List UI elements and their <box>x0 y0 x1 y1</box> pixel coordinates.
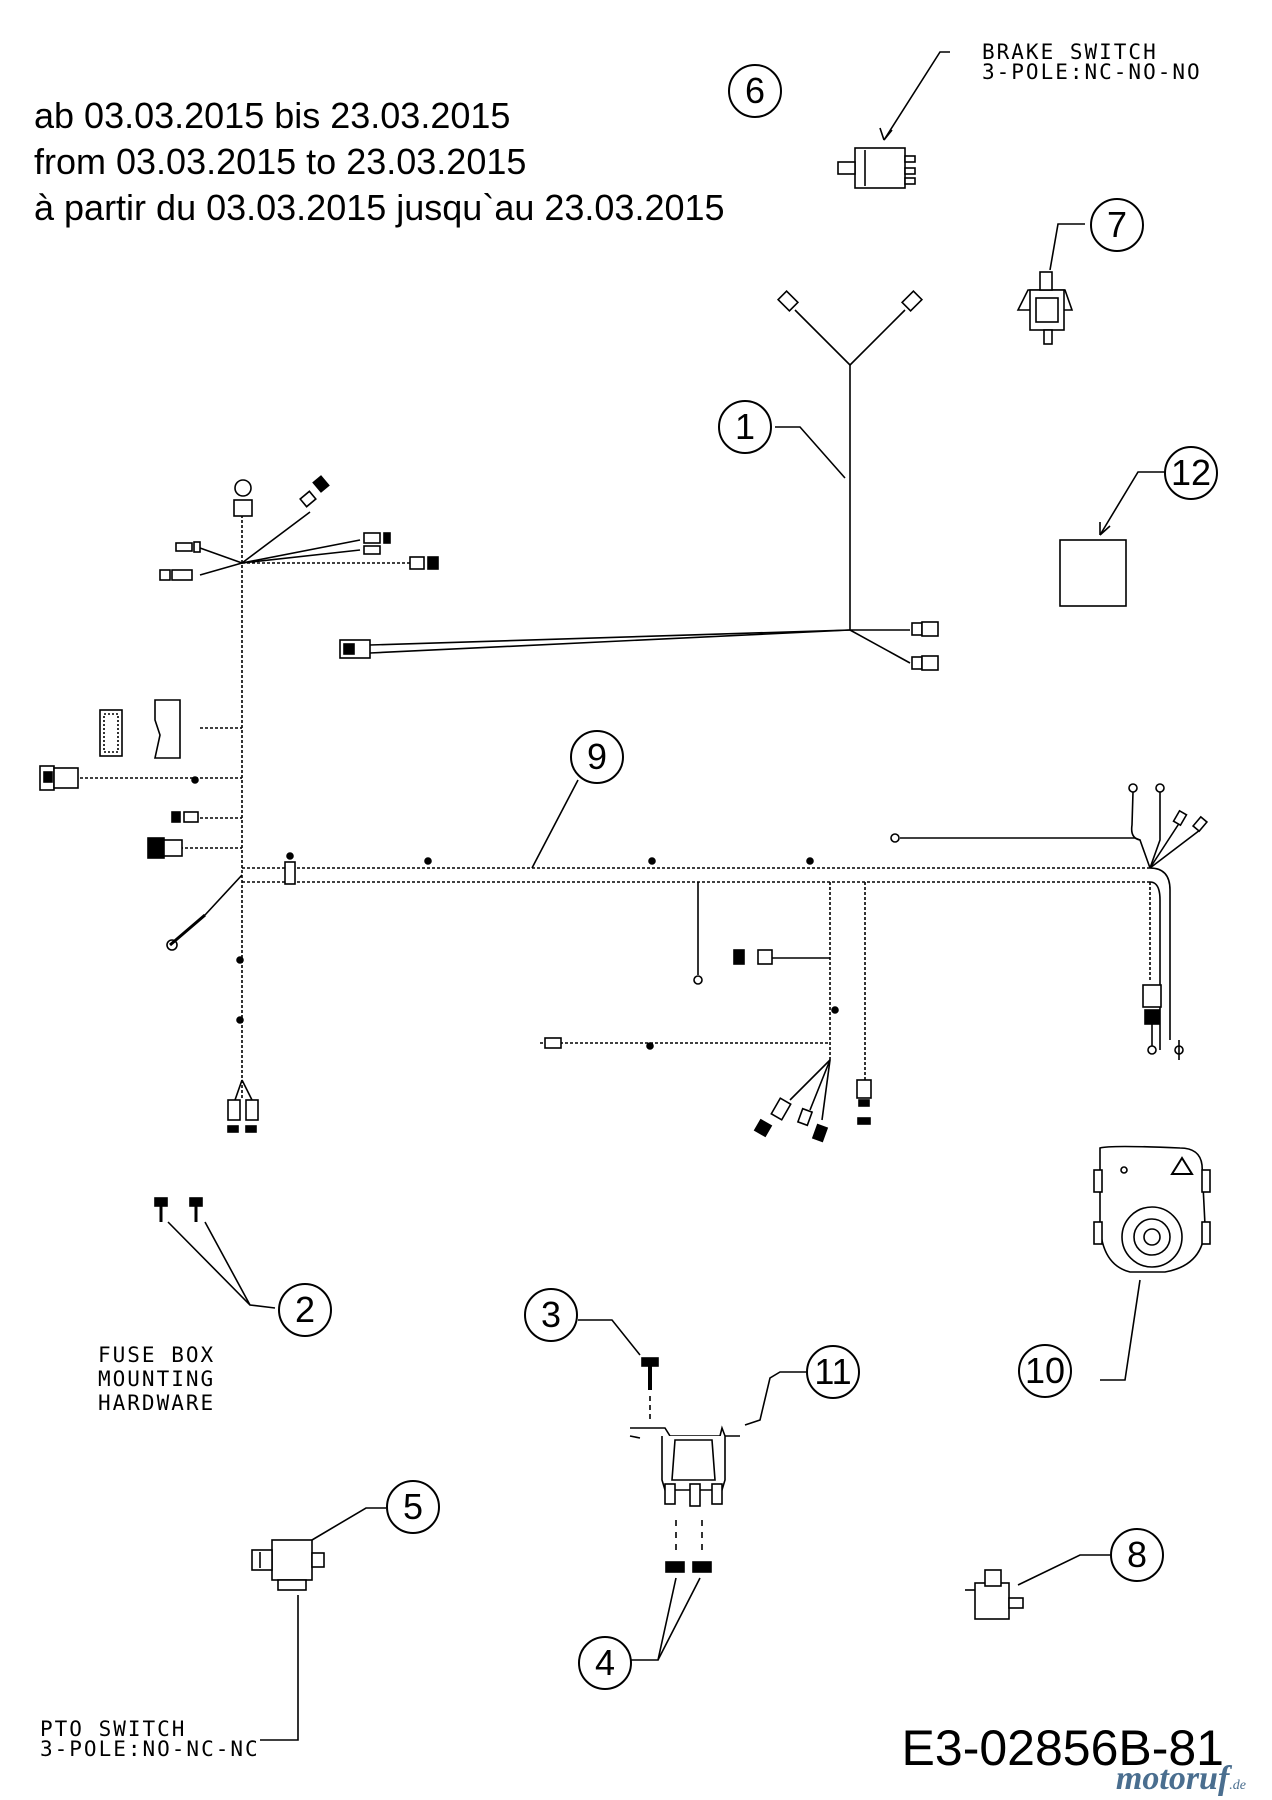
fuse-box-label: FUSE BOX <box>98 1343 216 1367</box>
ignition-switch-part-10 <box>1093 1145 1211 1381</box>
callout-6: 6 <box>728 64 782 118</box>
switch-part-8 <box>965 1554 1110 1620</box>
drawing-number: E3-02856B-81 <box>901 1720 1224 1776</box>
validity-line-de: ab 03.03.2015 bis 23.03.2015 <box>34 95 511 136</box>
callout-8: 8 <box>1110 1528 1164 1582</box>
callout-12: 12 <box>1164 446 1218 500</box>
watermark-name: motoruf <box>1115 1760 1230 1797</box>
module-part-12 <box>1059 471 1165 607</box>
callout-11: 11 <box>806 1345 860 1399</box>
validity-line-en: from 03.03.2015 to 23.03.2015 <box>34 141 527 182</box>
brake-switch-label: BRAKE SWITCH <box>982 40 1158 64</box>
callout-5: 5 <box>386 1480 440 1534</box>
pto-switch-label: PTO SWITCH <box>40 1717 187 1741</box>
callout-4: 4 <box>578 1636 632 1690</box>
fuse-box-label-3: HARDWARE <box>98 1391 216 1415</box>
watermark-suffix: .de <box>1229 1778 1246 1793</box>
pto-switch-spec: 3-POLE:NO-NC-NC <box>40 1737 260 1761</box>
callout-9: 9 <box>570 730 624 784</box>
callout-1: 1 <box>718 400 772 454</box>
validity-line-fr: à partir du 03.03.2015 jusqu`au 23.03.20… <box>34 187 725 228</box>
leader-1 <box>775 426 846 479</box>
harness-part-1 <box>339 289 939 671</box>
leader-9 <box>531 779 579 869</box>
brake-switch-spec: 3-POLE:NC-NO-NO <box>982 60 1202 84</box>
harness-part-9 <box>39 475 1209 1143</box>
callout-7: 7 <box>1090 198 1144 252</box>
callout-2: 2 <box>278 1283 332 1337</box>
callout-3: 3 <box>524 1288 578 1342</box>
watermark: motoruf.de <box>1116 1760 1246 1798</box>
screws-part-2 <box>154 1197 276 1309</box>
brake-switch-part-6 <box>837 51 950 189</box>
callout-10: 10 <box>1018 1344 1072 1398</box>
pto-switch-part-5 <box>251 1507 386 1741</box>
solenoid-part-11 <box>578 1319 806 1661</box>
switch-part-7 <box>1016 223 1085 345</box>
fuse-box-label-2: MOUNTING <box>98 1367 216 1391</box>
